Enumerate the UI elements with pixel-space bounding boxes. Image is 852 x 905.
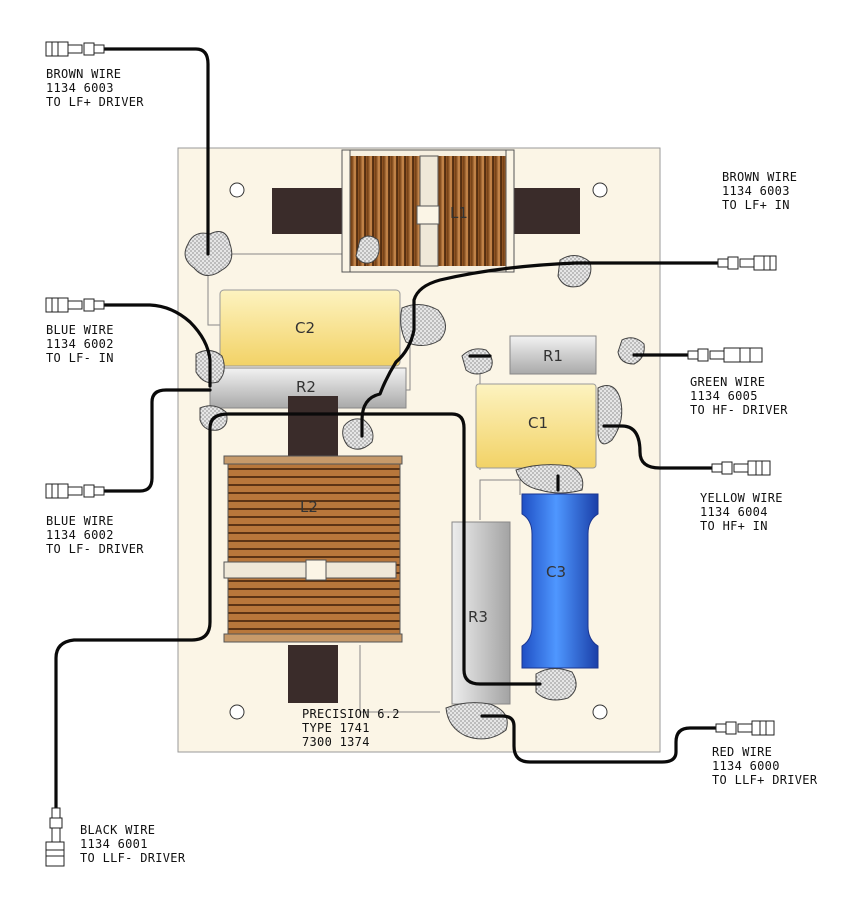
svg-text:1134 6000: 1134 6000 — [712, 759, 780, 773]
c1-label: C1 — [528, 414, 548, 432]
svg-text:TO HF+ IN: TO HF+ IN — [700, 519, 768, 533]
wire-black-llf-driver — [54, 412, 542, 812]
wire-brown-lf-driver — [102, 47, 210, 256]
label-blue-lf-driver: BLUE WIRE 1134 6002 TO LF- DRIVER — [46, 514, 144, 556]
l2-label: L2 — [300, 498, 318, 516]
capacitor-c3: C3 — [521, 493, 599, 669]
label-brown-lf-driver: BROWN WIRE 1134 6003 TO LF+ DRIVER — [46, 67, 144, 109]
svg-text:1134 6005: 1134 6005 — [690, 389, 758, 403]
wire-blue-lf-in — [102, 303, 212, 388]
svg-text:7300 1374: 7300 1374 — [302, 735, 370, 749]
connector-red-llf-driver — [715, 720, 775, 736]
svg-text:BROWN WIRE: BROWN WIRE — [722, 170, 797, 184]
mounting-hole — [229, 182, 245, 198]
wire-harness — [54, 47, 720, 812]
r3-label: R3 — [468, 608, 488, 626]
connector-green-hf-driver — [687, 347, 763, 363]
svg-text:TO HF- DRIVER: TO HF- DRIVER — [690, 403, 788, 417]
svg-text:1134 6002: 1134 6002 — [46, 528, 114, 542]
mounting-hole — [592, 182, 608, 198]
r2-label: R2 — [296, 378, 316, 396]
mounting-hole — [592, 704, 608, 720]
label-black-llf-driver: BLACK WIRE 1134 6001 TO LLF- DRIVER — [80, 823, 186, 865]
svg-text:GREEN WIRE: GREEN WIRE — [690, 375, 765, 389]
wire-red-llf-driver — [480, 714, 718, 764]
capacitor-c1: C1 — [475, 383, 597, 469]
svg-text:TO LLF+ DRIVER: TO LLF+ DRIVER — [712, 773, 818, 787]
label-brown-lf-in: BROWN WIRE 1134 6003 TO LF+ IN — [722, 170, 797, 212]
svg-text:BROWN WIRE: BROWN WIRE — [46, 67, 121, 81]
svg-text:BLUE WIRE: BLUE WIRE — [46, 323, 114, 337]
label-green-hf-driver: GREEN WIRE 1134 6005 TO HF- DRIVER — [690, 375, 788, 417]
label-blue-lf-in: BLUE WIRE 1134 6002 TO LF- IN — [46, 323, 114, 365]
svg-text:1134 6004: 1134 6004 — [700, 505, 768, 519]
board-id-label: PRECISION 6.2 TYPE 1741 7300 1374 — [302, 707, 400, 749]
svg-text:TO LLF- DRIVER: TO LLF- DRIVER — [80, 851, 186, 865]
r1-label: R1 — [543, 347, 563, 365]
svg-text:TO LF+ DRIVER: TO LF+ DRIVER — [46, 95, 144, 109]
connector-black-llf-driver — [45, 807, 65, 867]
svg-text:1134 6002: 1134 6002 — [46, 337, 114, 351]
svg-text:TO LF- IN: TO LF- IN — [46, 351, 114, 365]
wire-yellow-hf-in — [602, 424, 714, 470]
svg-text:TYPE 1741: TYPE 1741 — [302, 721, 370, 735]
resistor-r1: R1 — [509, 335, 597, 375]
inductor-l2: L2 — [223, 396, 403, 703]
svg-text:BLACK WIRE: BLACK WIRE — [80, 823, 155, 837]
connector-brown-lf-in — [717, 255, 777, 271]
connector-brown-lf-driver — [45, 41, 105, 57]
connector-blue-lf-in — [45, 297, 105, 313]
svg-text:RED WIRE: RED WIRE — [712, 745, 772, 759]
wire-brown-lf-in — [360, 261, 720, 438]
c2-label: C2 — [295, 319, 315, 337]
label-yellow-hf-in: YELLOW WIRE 1134 6004 TO HF+ IN — [700, 491, 783, 533]
solder-joints — [184, 231, 645, 740]
inductor-l1: L1 — [272, 149, 580, 273]
c3-label: C3 — [546, 563, 566, 581]
svg-text:YELLOW WIRE: YELLOW WIRE — [700, 491, 783, 505]
connector-yellow-hf-in — [711, 460, 771, 476]
svg-text:TO LF- DRIVER: TO LF- DRIVER — [46, 542, 144, 556]
mounting-hole — [229, 704, 245, 720]
svg-text:1134 6001: 1134 6001 — [80, 837, 148, 851]
svg-text:BLUE WIRE: BLUE WIRE — [46, 514, 114, 528]
svg-text:TO LF+ IN: TO LF+ IN — [722, 198, 790, 212]
svg-text:1134 6003: 1134 6003 — [722, 184, 790, 198]
resistor-r2: R2 — [209, 367, 407, 409]
capacitor-c2: C2 — [219, 289, 401, 367]
wire-blue-lf-driver — [102, 388, 212, 493]
resistor-r3: R3 — [451, 521, 511, 705]
svg-text:PRECISION 6.2: PRECISION 6.2 — [302, 707, 400, 721]
connectors — [45, 41, 777, 867]
connector-blue-lf-driver — [45, 483, 105, 499]
wire-labels: BROWN WIRE 1134 6003 TO LF+ DRIVER BROWN… — [46, 67, 818, 865]
label-red-llf-driver: RED WIRE 1134 6000 TO LLF+ DRIVER — [712, 745, 818, 787]
svg-text:1134 6003: 1134 6003 — [46, 81, 114, 95]
l1-label: L1 — [450, 204, 468, 222]
